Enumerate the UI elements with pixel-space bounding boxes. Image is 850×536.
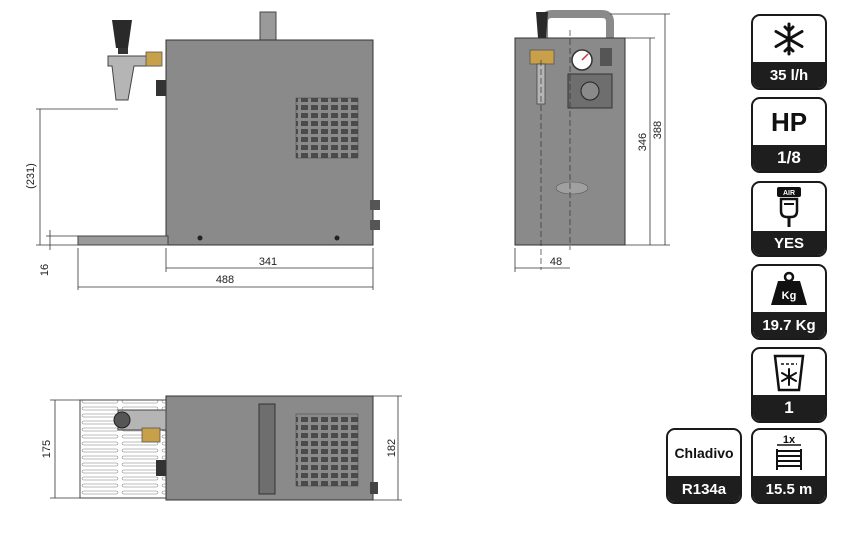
dim-tap-height: (231) bbox=[25, 163, 37, 189]
badge-value: 1/8 bbox=[753, 145, 825, 171]
dim-top-width-182: 182 bbox=[386, 439, 398, 457]
badge-label: Chladivo bbox=[674, 445, 734, 461]
brand-logo bbox=[555, 181, 589, 195]
side-dimension-lines bbox=[36, 108, 374, 290]
front-tap-handle bbox=[536, 12, 548, 38]
badge-weight: Kg 19.7 Kg bbox=[751, 264, 827, 340]
snowflake-icon bbox=[753, 16, 825, 62]
side-view: (231) 16 341 488 bbox=[25, 11, 380, 290]
side-vent-grid bbox=[295, 97, 359, 159]
top-dimension-lines bbox=[50, 395, 402, 501]
side-handle bbox=[259, 11, 277, 43]
foot bbox=[334, 235, 340, 241]
top-handle bbox=[258, 403, 276, 495]
front-switch bbox=[600, 48, 612, 66]
dim-top-width-175: 175 bbox=[41, 440, 53, 458]
top-vent-grid bbox=[295, 413, 359, 487]
badge-compressor-power: HP 1/8 bbox=[751, 97, 827, 173]
tap-nut bbox=[145, 51, 163, 67]
badge-value: R134a bbox=[668, 476, 740, 502]
dim-drip-tray-height: 16 bbox=[39, 264, 51, 276]
dim-height-346: 346 bbox=[637, 133, 649, 151]
front-tap-nut bbox=[529, 49, 555, 65]
side-connector bbox=[370, 200, 380, 210]
badge-value: 15.5 m bbox=[753, 476, 825, 502]
air-pump-icon: AIR bbox=[753, 183, 825, 231]
front-dimension-lines bbox=[514, 13, 670, 272]
side-connector bbox=[370, 220, 380, 230]
coil-count-label: 1x bbox=[783, 434, 796, 446]
badge-value: 35 l/h bbox=[753, 62, 825, 88]
tap-handle bbox=[112, 20, 132, 48]
dim-total-length: 488 bbox=[216, 274, 234, 286]
badge-cooling-coil: 1x 15.5 m bbox=[751, 428, 827, 504]
badge-value: 1 bbox=[753, 395, 825, 421]
badge-ice-bank: 1 bbox=[751, 347, 827, 423]
foot bbox=[197, 235, 203, 241]
dim-front-width: 48 bbox=[550, 256, 562, 268]
badge-cooling-capacity: 35 l/h bbox=[751, 14, 827, 90]
front-handle bbox=[540, 10, 614, 40]
kg-label: Kg bbox=[782, 290, 797, 302]
weight-icon: Kg bbox=[753, 266, 825, 312]
badge-air-pump: AIR YES bbox=[751, 181, 827, 257]
coil-icon: 1x bbox=[753, 430, 825, 476]
side-knob bbox=[156, 80, 166, 96]
badge-value: YES bbox=[753, 231, 825, 255]
dim-body-length: 341 bbox=[259, 256, 277, 268]
air-label: AIR bbox=[783, 190, 795, 197]
tap-handle-base bbox=[118, 48, 128, 54]
ice-cup-icon bbox=[753, 349, 825, 395]
badge-value: 19.7 Kg bbox=[753, 312, 825, 338]
front-view: 48 346 388 bbox=[514, 10, 670, 272]
badge-refrigerant: Chladivo R134a bbox=[666, 428, 742, 504]
dim-height-388: 388 bbox=[652, 121, 664, 139]
badge-label: HP bbox=[770, 106, 808, 137]
drip-tray bbox=[77, 235, 169, 246]
top-view: 175 182 bbox=[41, 395, 402, 501]
